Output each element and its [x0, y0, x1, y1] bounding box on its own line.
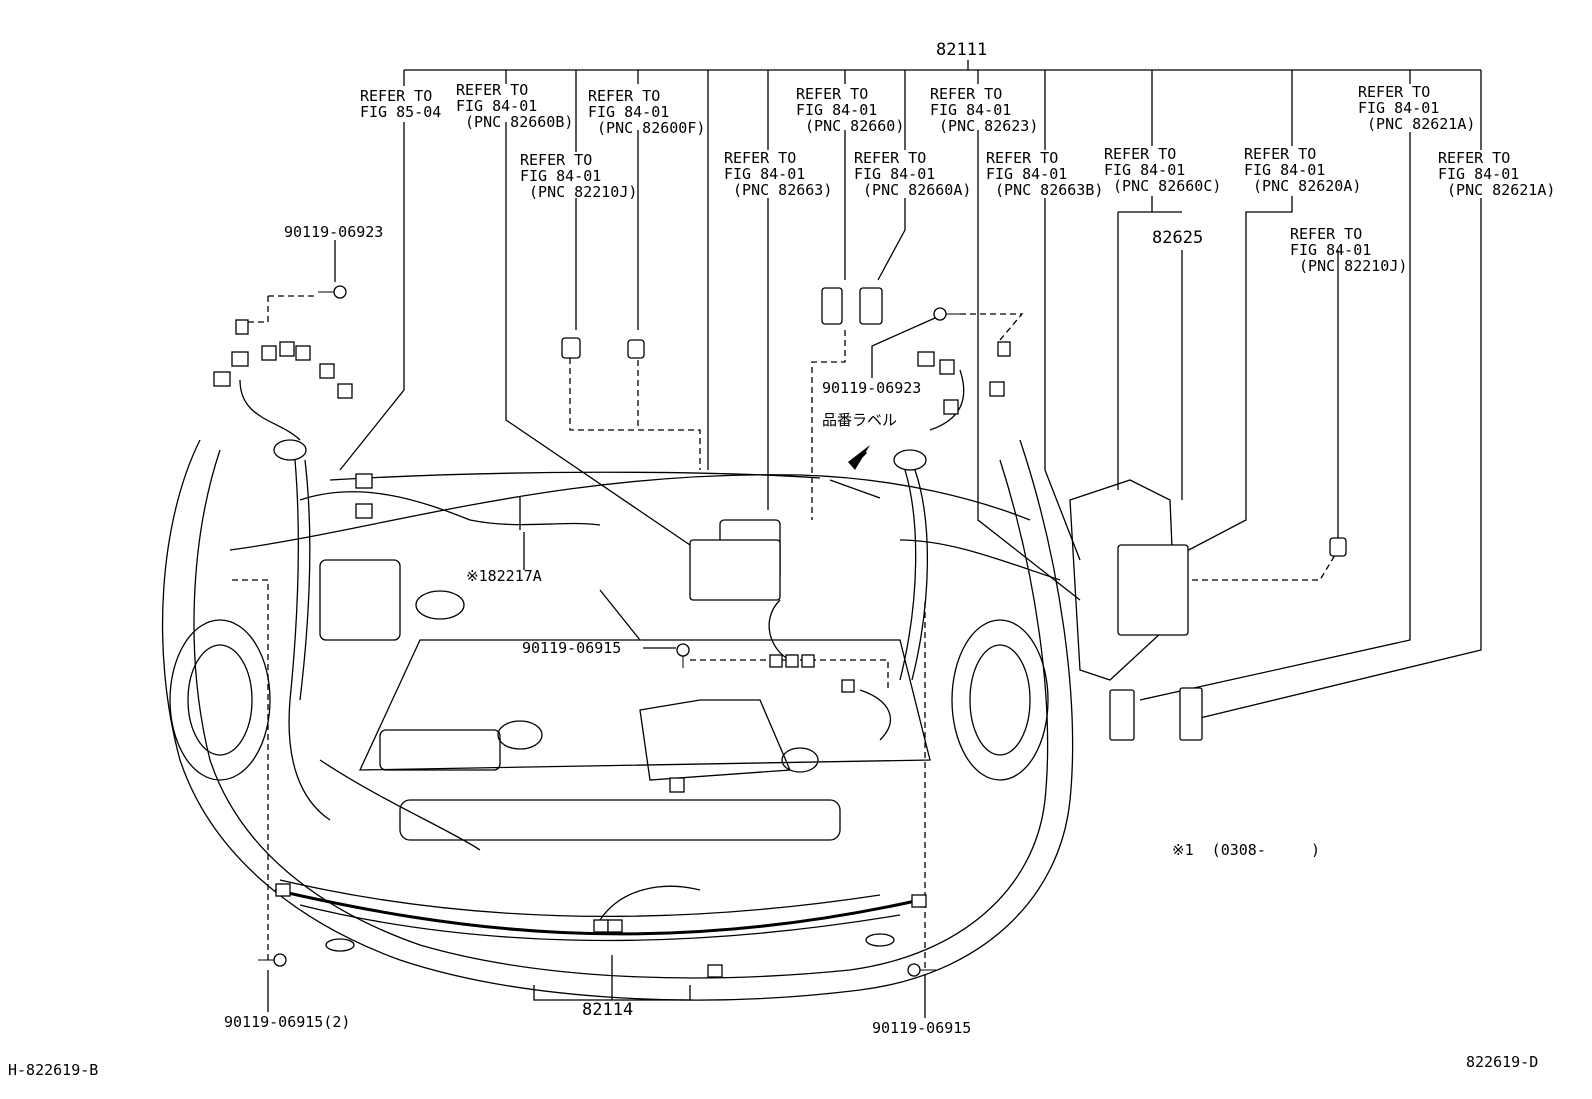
refer-pnc-82660: REFER TO FIG 84-01 (PNC 82660) — [796, 85, 905, 135]
bolt-label-bottom-right: 90119-06915 — [872, 1019, 972, 1037]
refer-fig-85-04: REFER TO FIG 85-04 — [360, 87, 442, 121]
refer-pnc-82660b: REFER TO FIG 84-01 (PNC 82660B) — [456, 81, 574, 131]
refer-pnc-82620a: REFER TO FIG 84-01 (PNC 82620A) — [1244, 145, 1362, 195]
refer-pnc-82621a-right: REFER TO FIG 84-01 (PNC 82621A) — [1438, 149, 1556, 199]
refer-pnc-82621a-top: REFER TO FIG 84-01 (PNC 82621A) — [1358, 83, 1476, 133]
bolt-label-center: 90119-06915 — [522, 639, 622, 657]
part-number-82114: 82114 — [582, 1000, 634, 1020]
bolt-top-left — [318, 285, 347, 299]
refer-pnc-82623: REFER TO FIG 84-01 (PNC 82623) — [930, 85, 1039, 135]
applicability-note: ※1 (0308- ) — [1172, 841, 1321, 859]
part-number-82111: 82111 — [936, 40, 988, 60]
bolt-label-bottom-left: 90119-06915(2) — [224, 1013, 351, 1031]
refer-pnc-82663: REFER TO FIG 84-01 (PNC 82663) — [724, 149, 833, 199]
bolt-label-top-left: 90119-06923 — [284, 223, 384, 241]
bolt-label-top-mid: 90119-06923 — [822, 379, 922, 397]
part-number-182217a: ※182217A — [466, 567, 542, 585]
part-label-jp: 品番ラベル — [822, 411, 898, 429]
figure-code-right: 822619-D — [1466, 1053, 1539, 1071]
refer-pnc-82660c: REFER TO FIG 84-01 (PNC 82660C) — [1104, 145, 1222, 195]
refer-pnc-82660a: REFER TO FIG 84-01 (PNC 82660A) — [854, 149, 972, 199]
refer-pnc-82210j-left: REFER TO FIG 84-01 (PNC 82210J) — [520, 151, 638, 201]
figure-code-left: H-822619-B — [8, 1061, 99, 1079]
refer-pnc-82600f: REFER TO FIG 84-01 (PNC 82600F) — [588, 87, 706, 137]
refer-pnc-82210j-right: REFER TO FIG 84-01 (PNC 82210J) — [1290, 225, 1408, 275]
refer-pnc-82663b: REFER TO FIG 84-01 (PNC 82663B) — [986, 149, 1104, 199]
part-number-82625: 82625 — [1152, 228, 1204, 248]
